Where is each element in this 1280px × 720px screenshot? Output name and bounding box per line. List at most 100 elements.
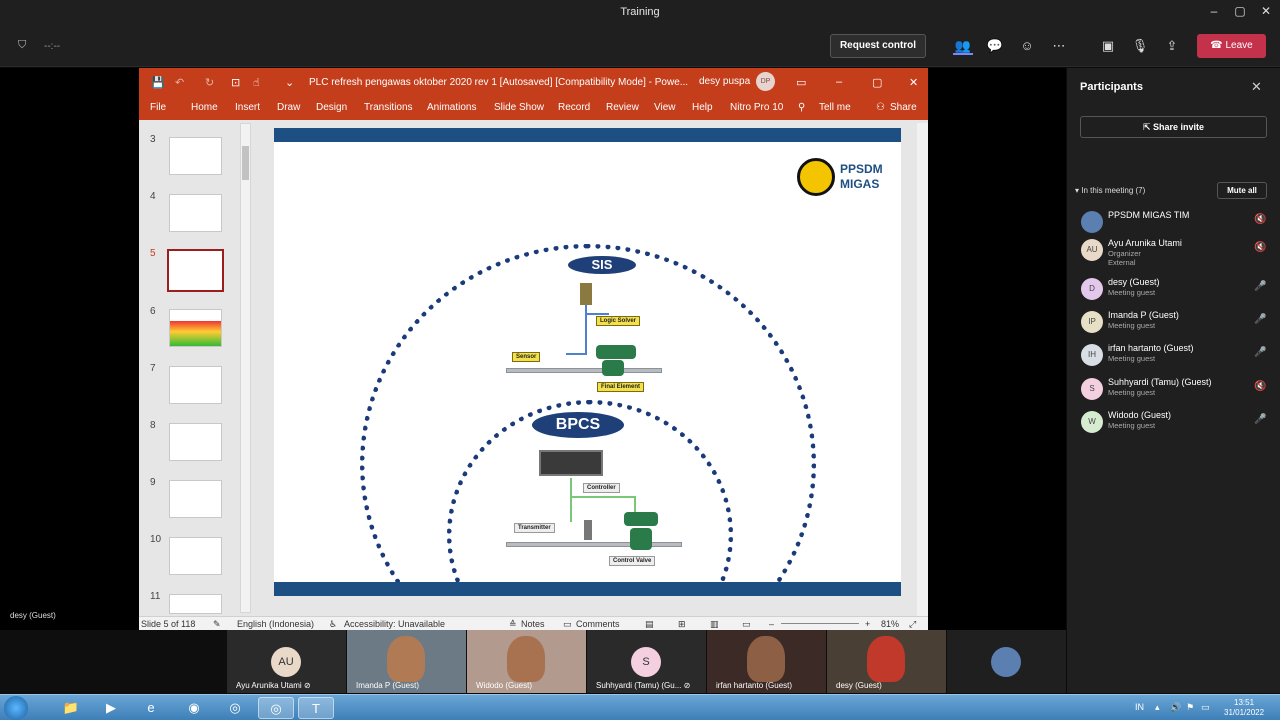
request-control-button[interactable]: Request control [830,34,926,58]
tab-animations[interactable]: Animations [427,102,477,113]
mic-off-icon[interactable]: 🔇 [1254,381,1267,392]
thumbnails-scrollbar[interactable] [240,123,251,613]
participant-row[interactable]: PPSDM MIGAS TIM🔇 [1067,208,1280,240]
media-player-icon[interactable]: ▶ [106,700,116,715]
slide-thumbnail[interactable] [169,309,222,347]
ppt-minimize-icon[interactable]: – [836,76,843,88]
tab-transitions[interactable]: Transitions [364,102,413,113]
mic-icon[interactable]: 🎤 [1254,347,1267,358]
ppt-close-icon[interactable]: ✕ [909,77,919,89]
reading-view-icon[interactable]: ▥ [710,619,719,629]
firefox-icon[interactable]: ◉ [188,700,200,715]
tab-help[interactable]: Help [692,102,713,113]
mute-all-button[interactable]: Mute all [1217,182,1267,199]
maximize-button[interactable]: ▢ [1234,4,1246,18]
edge-icon[interactable]: e [147,700,155,715]
tab-slide-show[interactable]: Slide Show [494,102,545,113]
presenter-view-icon[interactable]: ▭ [742,619,751,629]
participants-icon[interactable]: 👥 [953,38,973,55]
slide-thumbnail[interactable] [169,594,222,614]
tab-record[interactable]: Record [558,102,591,113]
slide-thumbnail-selected[interactable] [167,249,224,292]
slide-sorter-icon[interactable]: ⊞ [678,619,686,629]
spellcheck-icon[interactable]: ✎ [213,619,221,629]
tab-view[interactable]: View [654,102,676,113]
save-icon[interactable]: 💾 [151,77,165,89]
mic-off-icon[interactable]: 🔇 [1254,242,1267,253]
share-screen-icon[interactable]: ⇪ [1166,38,1178,53]
chrome-icon[interactable]: ◎ [229,700,241,715]
slide-thumbnail[interactable] [169,537,222,575]
normal-view-icon[interactable]: ▤ [645,619,654,629]
undo-icon[interactable]: ↶ [175,77,185,89]
chrome-window-icon[interactable]: ◎ [258,697,294,719]
camera-off-icon[interactable]: ▣ [1101,38,1115,53]
slideshow-icon[interactable]: ⊡ [231,77,241,89]
tab-nitro[interactable]: Nitro Pro 10 [730,102,784,113]
language-status[interactable]: English (Indonesia) [237,619,315,629]
comments-button[interactable]: Comments [576,619,620,629]
in-meeting-header[interactable]: ▾ In this meeting (7) [1075,186,1146,195]
file-explorer-icon[interactable]: 📁 [62,700,80,715]
tray-expand-icon[interactable]: ▴ [1155,702,1160,712]
chat-icon[interactable]: 💬 [986,38,1004,53]
scrollbar-thumb[interactable] [242,146,249,180]
input-language[interactable]: IN [1135,702,1144,712]
fit-slide-icon[interactable]: ⤢ [909,619,917,629]
tab-insert[interactable]: Insert [235,102,261,113]
close-window-button[interactable]: ✕ [1260,4,1272,18]
flag-icon[interactable]: ⚑ [1186,702,1195,712]
mic-icon[interactable]: 🎤 [1254,281,1267,292]
ribbon-display-icon[interactable]: ▭ [796,77,807,89]
zoom-level[interactable]: 81% [881,619,900,629]
tab-design[interactable]: Design [316,102,348,113]
editor-scrollbar[interactable] [917,123,928,616]
volume-icon[interactable]: 🔊 [1170,702,1182,712]
slide-thumbnail[interactable] [169,423,222,461]
share-invite-button[interactable]: ⇱ Share invite [1080,116,1267,138]
zoom-out-icon[interactable]: – [769,619,775,629]
tab-review[interactable]: Review [606,102,639,113]
touch-mode-icon[interactable]: ☝ [253,77,260,89]
tab-file[interactable]: File [150,102,167,113]
notes-button[interactable]: Notes [521,619,545,629]
video-tile[interactable]: AU Ayu Arunika Utami ⊘ [227,630,346,693]
share-button[interactable]: Share [890,102,917,113]
tell-me-search[interactable]: Tell me [819,102,851,113]
zoom-slider[interactable] [781,623,859,624]
ppt-maximize-icon[interactable]: ▢ [872,77,883,89]
start-button[interactable] [4,696,28,720]
video-tile[interactable]: desy (Guest) [827,630,946,693]
zoom-in-icon[interactable]: + [865,619,871,629]
tab-home[interactable]: Home [191,102,218,113]
network-icon[interactable]: ▭ [1201,702,1210,712]
system-clock[interactable]: 13:51 31/01/2022 [1224,698,1264,718]
more-options-icon[interactable]: ⋯ [1052,38,1066,53]
video-tile[interactable]: irfan hartanto (Guest) [707,630,826,693]
slide-thumbnail[interactable] [169,480,222,518]
video-tile[interactable]: Imanda P (Guest) [347,630,466,693]
redo-icon[interactable]: ↻ [205,77,215,89]
video-tile[interactable]: S Suhhyardi (Tamu) (Gu... ⊘ [587,630,706,693]
mic-off-icon[interactable]: 🔇 [1254,214,1267,225]
teams-icon[interactable]: T [298,697,334,719]
slide-thumbnail[interactable] [169,366,222,404]
video-tile[interactable]: Widodo (Guest) [467,630,586,693]
leave-button[interactable]: ☎ Leave [1197,34,1266,58]
minimize-button[interactable]: – [1210,4,1218,18]
accessibility-status[interactable]: Accessibility: Unavailable [344,619,446,629]
mic-icon[interactable]: 🎤 [1254,314,1267,325]
mic-off-icon[interactable]: 🎙 [1131,38,1149,53]
slide-thumbnail[interactable] [169,194,222,232]
close-panel-icon[interactable]: ✕ [1251,79,1262,94]
slide-thumbnail[interactable] [169,137,222,175]
mic-icon[interactable]: 🎤 [1254,414,1267,425]
slide-editor[interactable]: PPSDM MIGAS SIS Logic Solver Sensor Fina… [274,128,901,596]
customize-qat-icon[interactable]: ⌄ [285,77,295,89]
